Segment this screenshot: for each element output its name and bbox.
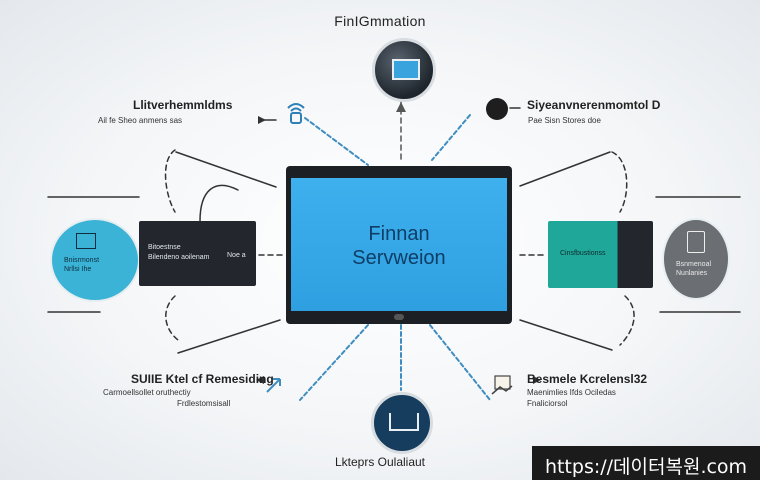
home-button <box>394 314 404 320</box>
bottom-right-title: Besmele Kcrelensl32 <box>527 372 648 386</box>
central-screen <box>291 178 507 311</box>
bottom-left-line-2: Carmoellsollet oruthectiy <box>103 388 191 397</box>
left-device-tag: Noe a <box>227 252 246 259</box>
central-line-1: Finnan <box>368 223 430 245</box>
right-circle-line-1: Bsnmenoal <box>676 261 712 268</box>
right-circle-line-2: Nunlanies <box>676 270 708 277</box>
left-circle-label: Bnisrmonst Nrllsi Ihe <box>64 256 99 274</box>
bottom-right-line-2: Maenimlies Ifds Ociledas <box>527 388 616 397</box>
bottom-right-block: Besmele Kcrelensl32 Maenimlies Ifds Ocil… <box>527 372 647 408</box>
bottom-left-block: SUIIE Ktel cf Remesiding Carmoellsollet … <box>103 372 274 408</box>
hand-document-icon <box>490 374 514 396</box>
top-right-subtitle: Pae Sisn Stores doe <box>528 116 601 125</box>
phone-icon <box>687 231 705 253</box>
watermark-url[interactable]: https://데이터복원.com <box>544 456 748 478</box>
wifi-lock-icon <box>285 100 307 126</box>
document-icon <box>76 233 96 249</box>
left-device-line-2: Bilendeno aoilenam <box>148 254 210 261</box>
right-circle-label: Bsnmenoal Nunlanies <box>676 260 711 278</box>
bottom-left-line-3: Frdlestomsisall <box>177 399 231 408</box>
bottom-title: Lkteprs Oulaliaut <box>334 455 426 469</box>
monitor-icon <box>372 38 436 102</box>
left-circle-line-1: Bnisrmonst <box>64 257 100 264</box>
left-circle-node <box>50 218 140 302</box>
record-icon <box>486 98 508 120</box>
top-title: FinIGmmation <box>334 13 426 29</box>
watermark-badge <box>532 446 760 480</box>
right-device <box>548 221 653 288</box>
top-right-title: Siyeanvnerenmomtol D <box>527 98 661 112</box>
central-title: Finnan Servweion <box>291 222 507 270</box>
crown-icon <box>371 392 433 454</box>
top-left-subtitle: Ail fe Sheo anmens sas <box>98 116 183 125</box>
left-device-line-1: Bitoestnse <box>148 244 181 251</box>
left-device <box>139 221 256 286</box>
central-line-2: Servweion <box>352 247 446 269</box>
bottom-left-title: SUIIE Ktel cf Remesiding <box>131 372 274 386</box>
left-device-label: Bitoestnse Bilendeno aoilenam <box>148 243 210 263</box>
right-device-label: Cinsfbustionss <box>560 250 606 257</box>
arrow-icon <box>264 376 284 396</box>
bottom-right-line-3: Fnaliciorsol <box>527 399 568 408</box>
left-circle-line-2: Nrllsi Ihe <box>64 266 92 273</box>
top-left-title: Llitverhemmldms <box>133 98 233 112</box>
